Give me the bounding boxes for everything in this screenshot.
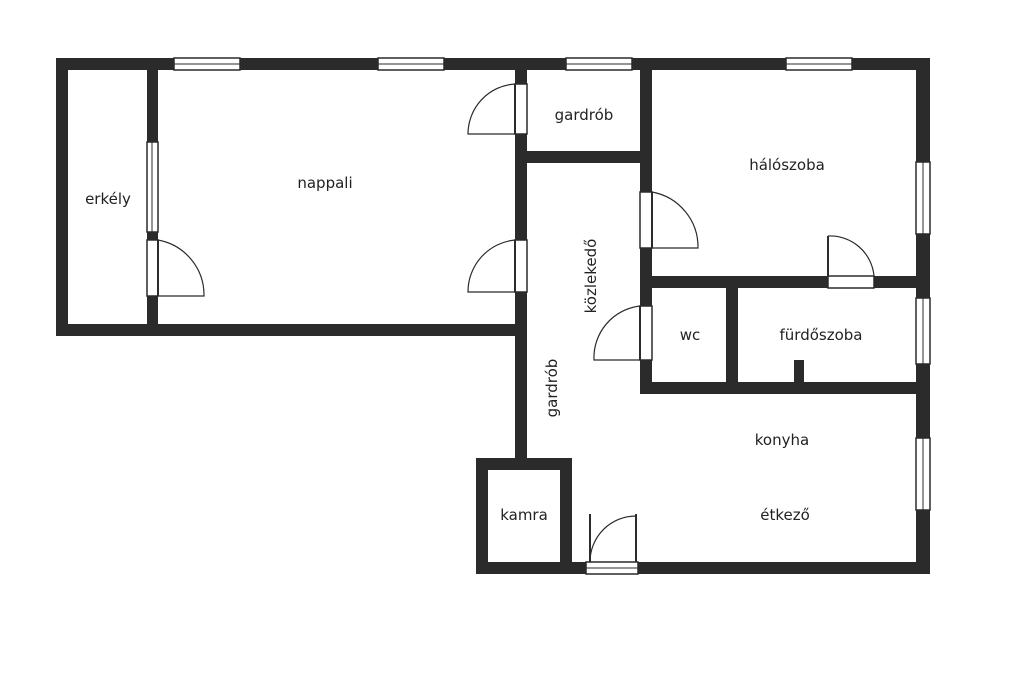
door-entrance [589, 514, 637, 563]
window-bottom-entry [585, 561, 639, 575]
windows [146, 57, 931, 575]
room-label-gardrob-top: gardrób [555, 106, 614, 124]
door-halo-bottom [827, 235, 875, 289]
window-halo-right [915, 161, 931, 235]
window-kitchen-right [915, 437, 931, 511]
room-label-erkely: erkély [85, 190, 131, 208]
window-nappali-2 [377, 57, 445, 71]
door-nappali-lower [467, 239, 528, 293]
window-halo-top [785, 57, 853, 71]
window-nappali-1 [173, 57, 241, 71]
room-label-haloszoba: hálószoba [749, 156, 825, 174]
window-gardrob [565, 57, 633, 71]
doors [146, 83, 875, 563]
window-bath-right [915, 297, 931, 365]
room-label-etkezo: étkező [760, 506, 810, 524]
door-nappali-upper [467, 83, 528, 135]
door-haloszoba [639, 191, 699, 249]
window-erkely-divider [146, 141, 159, 233]
door-erkely [146, 239, 205, 297]
room-labels: erkély nappali gardrób hálószoba közleke… [85, 106, 862, 524]
room-label-konyha: konyha [755, 431, 809, 449]
door-wc [593, 305, 653, 361]
room-label-furdoszoba: fürdőszoba [780, 326, 863, 344]
room-label-nappali: nappali [297, 174, 352, 192]
walls [56, 58, 930, 574]
room-label-wc: wc [680, 326, 701, 344]
room-label-kozlekedo: közlekedő [582, 239, 600, 314]
room-label-gardrob-side: gardrób [543, 359, 561, 418]
room-label-kamra: kamra [500, 506, 548, 524]
